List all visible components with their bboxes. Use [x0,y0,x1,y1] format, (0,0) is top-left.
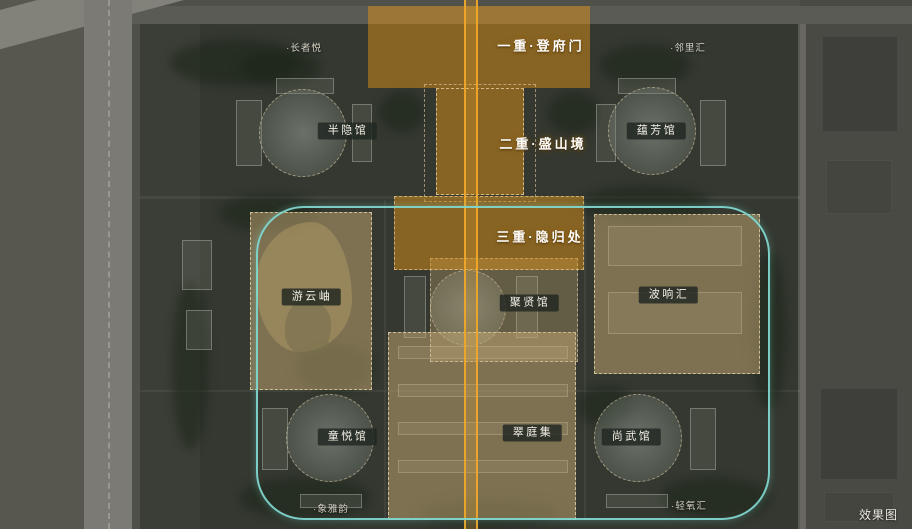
tree-cluster [548,92,600,134]
building-wing [262,408,288,470]
poi-label-qingyanghui: ·轻氧汇 [671,501,707,512]
offsite-building [822,36,898,132]
ancillary-structure [182,240,212,290]
building-wing [700,100,726,166]
poi-label-linlihui: ·邻里汇 [670,43,706,54]
axis-label-3: 三重·隐归处 [496,229,584,245]
courtyard-boundary [256,206,770,520]
axis-line-east [476,0,478,529]
axis-zone-2-outline [424,84,536,202]
venue-label-shangwu: 尚武馆 [601,428,661,446]
venue-label-yunfang: 蕴芳馆 [626,122,686,140]
venue-label-juxian: 聚贤馆 [499,294,559,312]
tree-cluster [172,280,208,450]
road-lane-marking [108,0,110,529]
site-path [384,200,386,520]
site-path [584,200,586,520]
poi-label-xiangyayun: ·象雅韵 [313,504,349,515]
building-wing [690,408,716,470]
axis-zone-1-band [368,6,590,88]
axis-center-fill [466,0,476,529]
tree-cluster [240,50,320,86]
offsite-building [824,492,894,522]
axis-label-2: 二重·盛山境 [499,136,587,152]
site-path [140,196,800,199]
site-edge-line [798,24,806,529]
venue-label-banyin: 半隐馆 [317,122,377,140]
axis-zone-2-band [436,88,524,195]
ancillary-structure [186,310,212,350]
axis-label-1: 一重·登府门 [497,38,585,54]
building-wing [236,100,262,166]
venue-label-cuiting: 翠庭集 [502,424,562,442]
axis-zone-3-band [394,196,584,270]
rendering-watermark: 效果图 [858,508,898,522]
venue-label-youyunxiu: 游云岫 [281,288,341,306]
axis-line-west [464,0,466,529]
building-wing [606,494,668,508]
poi-label-changzheyue: ·长者悦 [286,43,322,54]
offsite-building [826,160,892,214]
road-left [84,0,132,529]
venue-label-tongyue: 童悦馆 [317,428,377,446]
venue-label-boxiang: 波响汇 [638,286,698,304]
road-top [120,6,912,24]
offsite-left-ground [0,0,84,529]
tree-cluster [600,45,690,85]
tree-cluster [380,92,424,132]
offsite-building [820,388,898,480]
